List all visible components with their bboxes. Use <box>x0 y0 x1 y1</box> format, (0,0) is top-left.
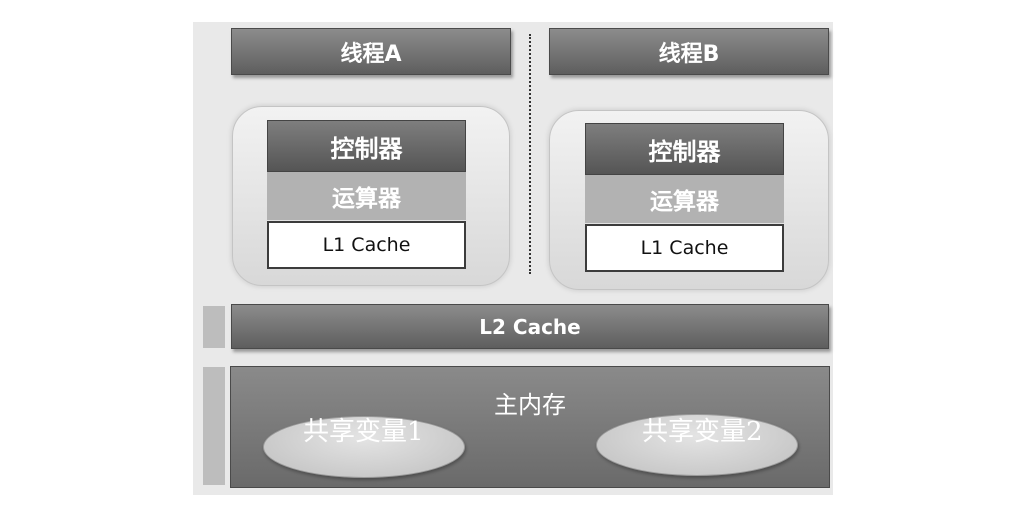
thread-divider <box>529 34 531 274</box>
main-memory-title: 主内存 <box>494 391 566 419</box>
alu-b: 运算器 <box>585 175 784 223</box>
l2-side-strip <box>203 306 225 348</box>
thread-b-header: 线程B <box>549 28 829 75</box>
shared-variable-1-label: 共享变量1 <box>303 417 424 447</box>
controller-a: 控制器 <box>267 120 466 172</box>
memory-side-strip <box>203 367 225 485</box>
l1-cache-a: L1 Cache <box>267 221 466 269</box>
l2-cache: L2 Cache <box>231 304 829 349</box>
controller-b: 控制器 <box>585 123 784 175</box>
shared-variable-2-label: 共享变量2 <box>642 417 763 447</box>
alu-a: 运算器 <box>267 172 466 220</box>
shared-variable-1-ellipse <box>263 416 465 478</box>
thread-a-header: 线程A <box>231 28 511 75</box>
shared-variable-2-ellipse <box>596 414 798 476</box>
l1-cache-b: L1 Cache <box>585 224 784 272</box>
